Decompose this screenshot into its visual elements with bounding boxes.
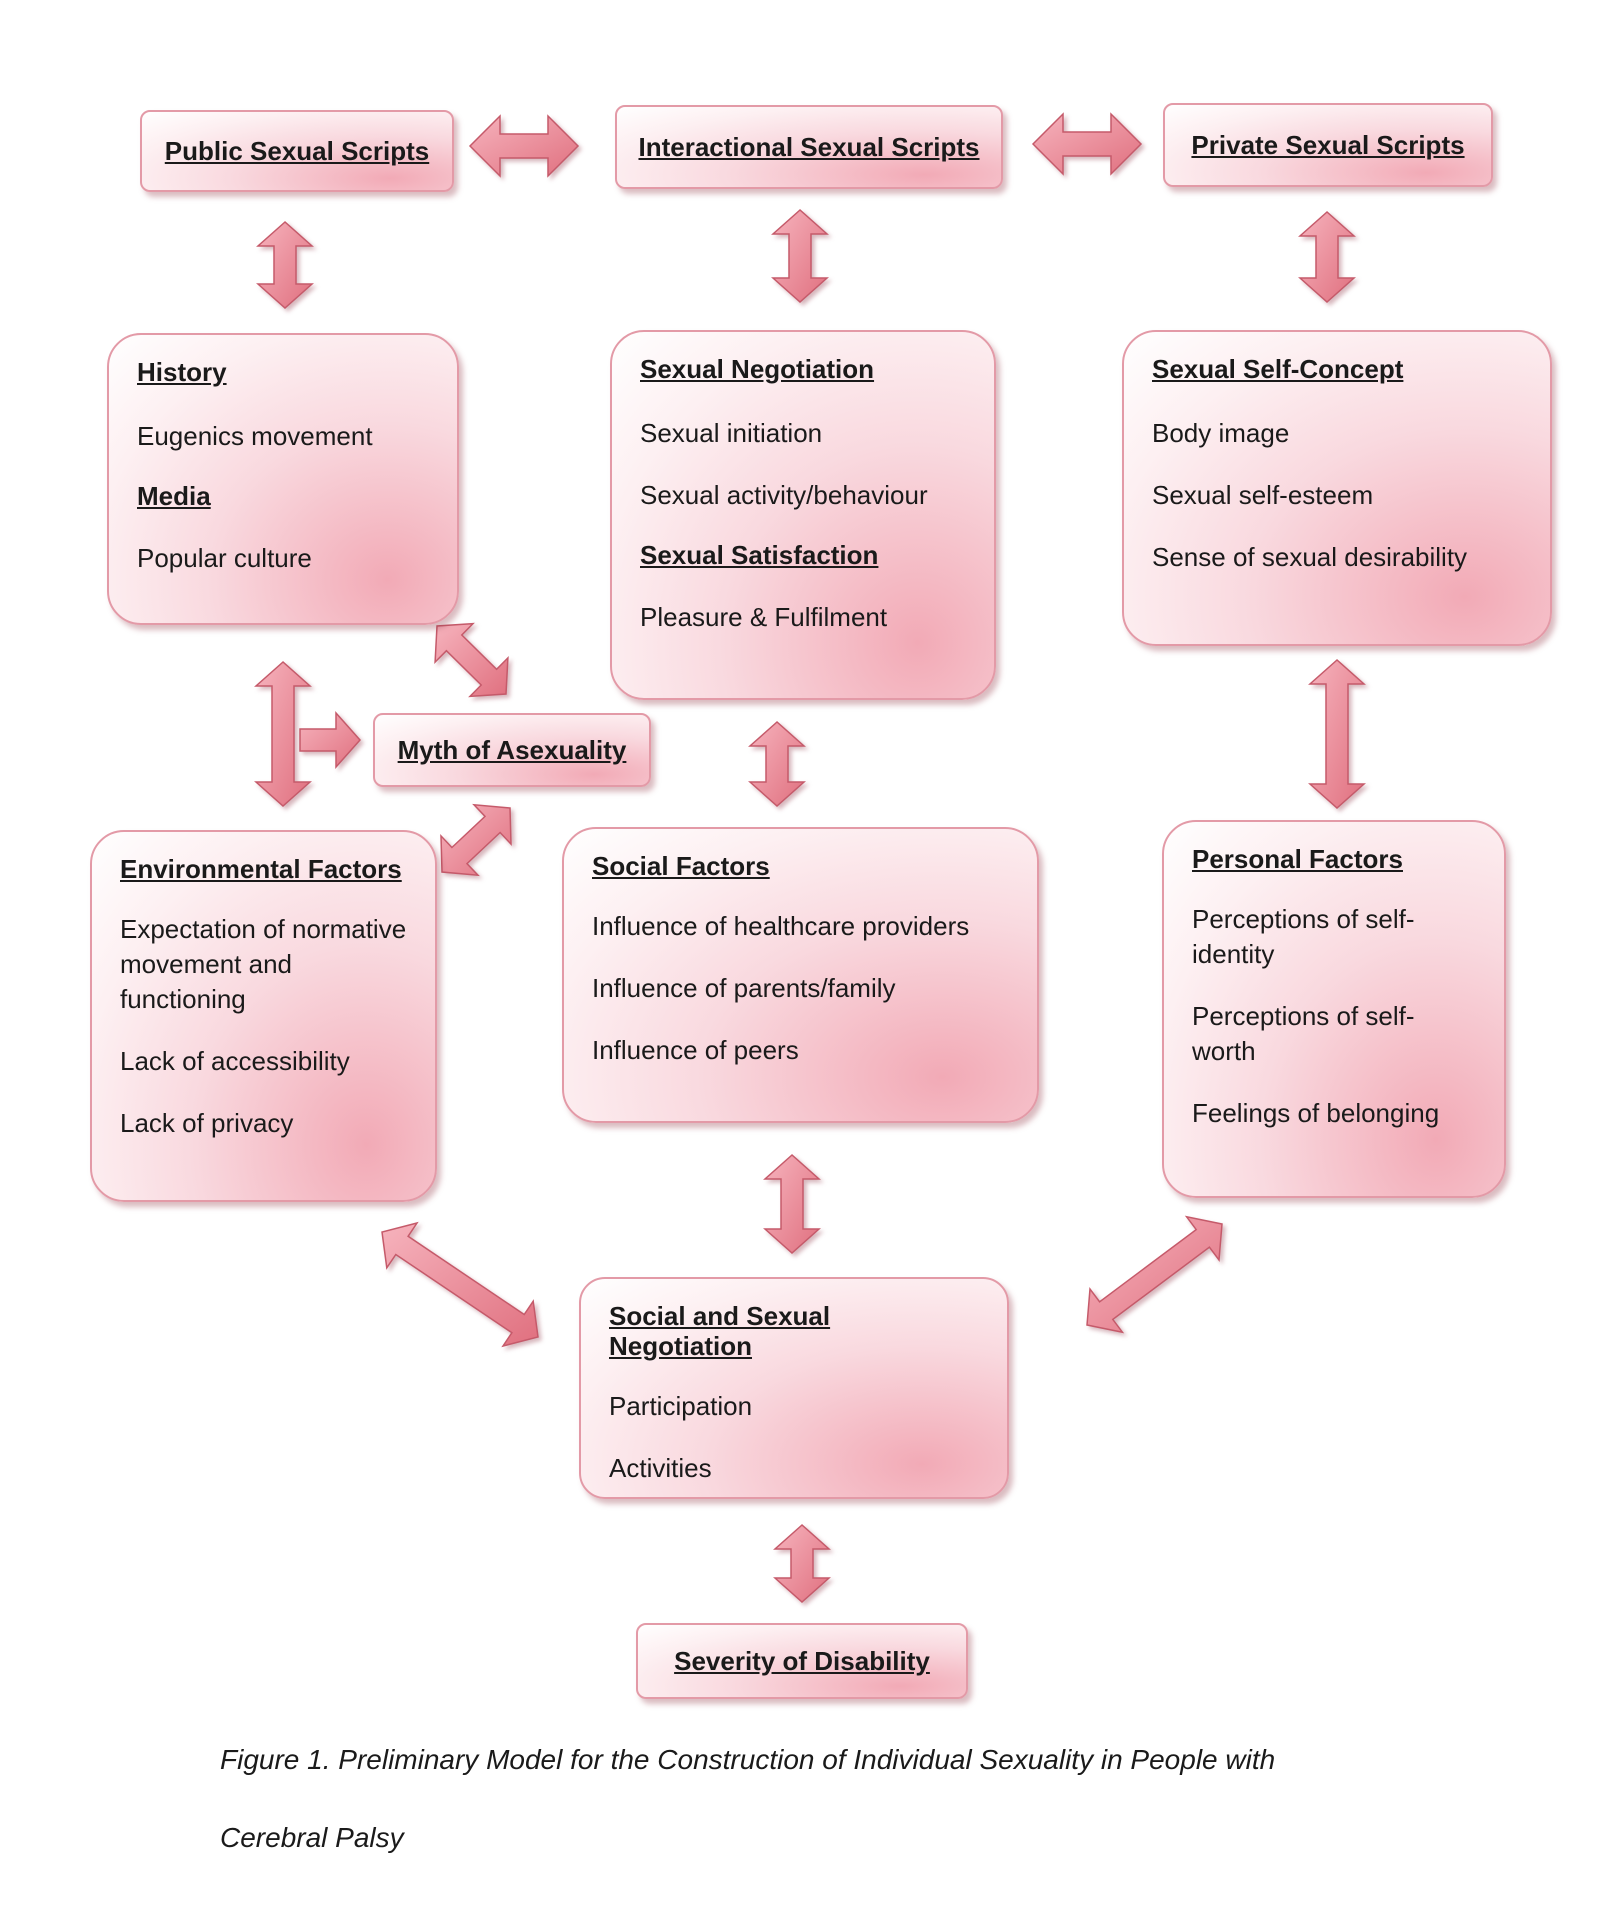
myth-of-asexuality-box: Myth of Asexuality <box>373 713 651 787</box>
history-media-box: History Eugenics movement Media Popular … <box>107 333 459 625</box>
environmental-item: Lack of privacy <box>120 1108 294 1138</box>
personal-participation-arrow <box>1086 1215 1223 1334</box>
environmental-item: Expectation of normative movement and fu… <box>120 914 407 1014</box>
media-item: Popular culture <box>137 543 312 573</box>
social-item: Influence of peers <box>592 1035 799 1065</box>
self-concept-personal-arrow <box>1308 658 1366 810</box>
history-environmental-arrow <box>254 660 312 808</box>
private-self-concept-arrow <box>1298 210 1356 304</box>
environmental-factors-heading: Environmental Factors <box>120 854 402 884</box>
interactional-negotiation-arrow <box>771 208 829 304</box>
social-sexual-negotiation-box: Social and Sexual Negotiation Participat… <box>579 1277 1009 1499</box>
personal-factors-heading: Personal Factors <box>1192 844 1403 874</box>
private-sexual-scripts-label: Private Sexual Scripts <box>1191 130 1465 160</box>
personal-item: Perceptions of self-worth <box>1192 1001 1415 1066</box>
social-factors-box: Social Factors Influence of healthcare p… <box>562 827 1039 1123</box>
severity-of-disability-label: Severity of Disability <box>674 1646 930 1676</box>
history-item: Eugenics movement <box>137 421 373 451</box>
self-concept-item: Body image <box>1152 418 1290 448</box>
sexual-satisfaction-heading: Sexual Satisfaction <box>640 540 879 570</box>
participation-item: Participation <box>609 1391 753 1421</box>
social-item: Influence of healthcare providers <box>592 911 970 941</box>
negotiation-item: Sexual initiation <box>640 418 823 448</box>
figure-caption-line-1: Figure 1. Preliminary Model for the Cons… <box>220 1744 1276 1775</box>
participation-item: Activities <box>609 1453 712 1483</box>
history-heading: History <box>137 357 227 387</box>
sexual-negotiation-box: Sexual Negotiation Sexual initiation Sex… <box>610 330 996 700</box>
media-heading: Media <box>137 481 211 511</box>
personal-item: Perceptions of self-identity <box>1192 904 1415 969</box>
sexual-self-concept-heading: Sexual Self-Concept <box>1152 354 1404 384</box>
environmental-factors-box: Environmental Factors Expectation of nor… <box>90 830 437 1202</box>
myth-environmental-arrow <box>440 803 512 877</box>
negotiation-item: Sexual activity/behaviour <box>640 480 928 510</box>
to-myth-arrow <box>299 711 362 769</box>
environmental-participation-arrow <box>381 1221 539 1348</box>
public-sexual-scripts-box: Public Sexual Scripts <box>140 110 454 192</box>
social-participation-arrow <box>763 1153 821 1255</box>
negotiation-social-arrow <box>748 720 806 808</box>
participation-severity-arrow <box>773 1523 831 1604</box>
figure-caption-line-2: Cerebral Palsy <box>220 1822 404 1853</box>
sexual-self-concept-box: Sexual Self-Concept Body image Sexual se… <box>1122 330 1552 646</box>
social-factors-heading: Social Factors <box>592 851 770 881</box>
self-concept-item: Sexual self-esteem <box>1152 480 1374 510</box>
public-sexual-scripts-label: Public Sexual Scripts <box>164 136 430 166</box>
private-sexual-scripts-box: Private Sexual Scripts <box>1163 103 1493 187</box>
public-interactional-arrow <box>468 114 580 178</box>
sexual-negotiation-heading: Sexual Negotiation <box>640 354 875 384</box>
public-history-arrow <box>256 220 314 310</box>
interactional-sexual-scripts-label: Interactional Sexual Scripts <box>638 132 980 162</box>
severity-of-disability-box: Severity of Disability <box>636 1623 968 1699</box>
interactional-private-arrow <box>1031 112 1143 176</box>
self-concept-item: Sense of sexual desirability <box>1152 542 1468 572</box>
interactional-sexual-scripts-box: Interactional Sexual Scripts <box>615 105 1003 189</box>
personal-factors-box: Personal Factors Perceptions of self-ide… <box>1162 820 1506 1198</box>
myth-of-asexuality-label: Myth of Asexuality <box>397 735 627 765</box>
satisfaction-item: Pleasure & Fulfilment <box>640 602 888 632</box>
environmental-item: Lack of accessibility <box>120 1046 350 1076</box>
social-sexual-negotiation-heading: Social and Sexual Negotiation <box>609 1301 831 1361</box>
personal-item: Feelings of belonging <box>1192 1098 1440 1128</box>
social-item: Influence of parents/family <box>592 973 896 1003</box>
history-myth-arrow <box>434 622 509 698</box>
